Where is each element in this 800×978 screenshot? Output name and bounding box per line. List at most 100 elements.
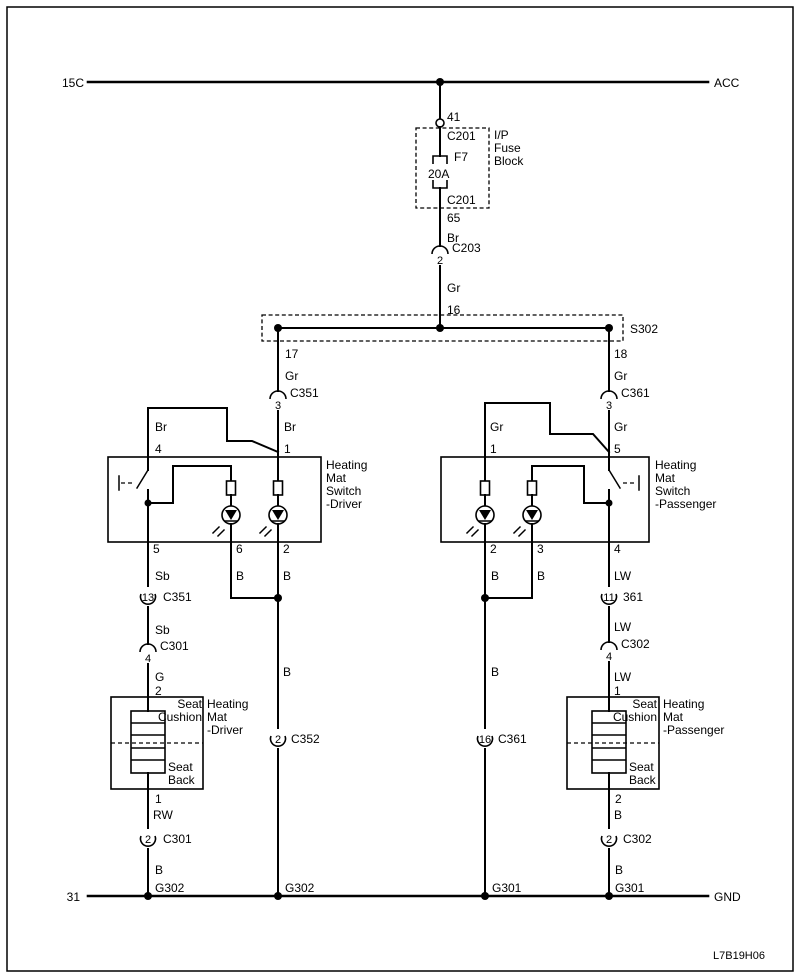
wire-color-label: Gr bbox=[614, 369, 627, 383]
passenger-branch-wires bbox=[484, 327, 611, 458]
connector-label: C301 bbox=[163, 832, 192, 846]
mat-name: -Driver bbox=[207, 723, 243, 737]
ground-label: G301 bbox=[492, 881, 522, 895]
driver-switch-feed-jog bbox=[147, 407, 280, 458]
pin-label: 4 bbox=[155, 442, 162, 456]
wire-color-label: B bbox=[491, 665, 499, 679]
driver-branch-wires bbox=[147, 327, 280, 458]
pin-label: 2 bbox=[155, 684, 162, 698]
wire-color-label: B bbox=[615, 863, 623, 877]
led-ray-icon bbox=[512, 525, 522, 535]
connector-label: C201 bbox=[447, 129, 476, 143]
mat-section-label: Cushion bbox=[613, 710, 657, 724]
mat-section-label: Back bbox=[629, 773, 657, 787]
mat-section-label: Back bbox=[168, 773, 196, 787]
connector-pin: 4 bbox=[145, 653, 151, 665]
pin-label: 2 bbox=[283, 542, 290, 556]
fuse-block-name: I/P bbox=[494, 128, 509, 142]
connector-pin: 16 bbox=[479, 734, 491, 746]
led-ray-icon bbox=[216, 528, 226, 538]
page-border bbox=[6, 6, 794, 972]
pin-label: 1 bbox=[155, 792, 162, 806]
pin-label: 65 bbox=[447, 211, 461, 225]
led-ray-icon bbox=[258, 525, 268, 535]
switch-name: -Driver bbox=[326, 497, 362, 511]
mat-section-label: Seat bbox=[168, 760, 193, 774]
wire-color-label: G bbox=[155, 670, 164, 684]
lamp-feed-path bbox=[531, 465, 610, 504]
resistor-icon bbox=[225, 480, 237, 496]
connector-arc-icon bbox=[269, 390, 287, 400]
wire-color-label: Sb bbox=[155, 623, 170, 637]
led-ray-icon bbox=[211, 525, 221, 535]
switch-name: Mat bbox=[326, 471, 347, 485]
led-triangle bbox=[526, 510, 538, 520]
connector-label: C351 bbox=[163, 590, 192, 604]
mat-section-label: Cushion bbox=[158, 710, 202, 724]
wire-color-label: B bbox=[236, 569, 244, 583]
wire-color-label: Gr bbox=[285, 369, 298, 383]
led-ray-icon bbox=[470, 528, 480, 538]
driver-connector-c351: 3 C351 17 Gr bbox=[269, 347, 319, 412]
wire-color-label: B bbox=[614, 808, 622, 822]
switch-name: Mat bbox=[655, 471, 676, 485]
resistor-icon bbox=[479, 480, 491, 496]
pin-label: 2 bbox=[490, 542, 497, 556]
connector-label: C361 bbox=[498, 732, 527, 746]
led-ray-icon bbox=[263, 528, 273, 538]
pin-label: 1 bbox=[614, 684, 621, 698]
power-rail: 15C ACC bbox=[62, 76, 740, 90]
connector-label: C352 bbox=[291, 732, 320, 746]
pin-label: 17 bbox=[285, 347, 299, 361]
switch-outline bbox=[107, 456, 322, 543]
connector-pin: 13 bbox=[142, 592, 154, 604]
lamp-feed-path bbox=[147, 465, 232, 504]
wire-color-label: Gr bbox=[490, 420, 503, 434]
wire-color-label: Gr bbox=[447, 281, 460, 295]
pin-label: 3 bbox=[537, 542, 544, 556]
connector-label: C301 bbox=[160, 639, 189, 653]
switch-blade-icon bbox=[135, 468, 150, 490]
wire-color-label: B bbox=[491, 569, 499, 583]
driver-heating-mat-switch: Heating Mat Switch -Driver 5 6 2 bbox=[107, 456, 367, 556]
mat-name: Heating bbox=[207, 697, 248, 711]
pin-label: 5 bbox=[153, 542, 160, 556]
fuse-block-outline bbox=[415, 127, 490, 209]
switch-name: Switch bbox=[655, 484, 690, 498]
wire-color-label: Br bbox=[447, 231, 459, 245]
doc-code: L7B19H06 bbox=[713, 950, 765, 962]
ip-fuse-block: 41 C201 F7 20A C201 I/P Fuse Block 65 Br bbox=[415, 110, 524, 245]
connector-pin: 11 bbox=[603, 592, 614, 604]
connector-arc-icon bbox=[600, 390, 618, 400]
led-triangle bbox=[272, 510, 284, 520]
pin-label: 41 bbox=[447, 110, 461, 124]
wire-color-label: RW bbox=[153, 808, 173, 822]
connector-cup-icon bbox=[600, 593, 618, 605]
connector-pin: 3 bbox=[275, 400, 281, 412]
connector-label: C361 bbox=[621, 386, 650, 400]
pin-label: 6 bbox=[236, 542, 243, 556]
fuse-icon bbox=[432, 155, 448, 164]
switch-name: Heating bbox=[655, 458, 696, 472]
pin-label: 16 bbox=[447, 303, 461, 317]
connector-cup-icon bbox=[139, 835, 157, 847]
junction-dot bbox=[436, 324, 444, 332]
resistor-icon bbox=[272, 480, 284, 496]
pin-label: 1 bbox=[490, 442, 497, 456]
wire-color-label: LW bbox=[614, 620, 632, 634]
passenger-lamp-return-wires: B B B 16 C361 G301 bbox=[476, 541, 545, 897]
wire-color-label: LW bbox=[614, 569, 632, 583]
connector-arc-icon bbox=[139, 643, 157, 653]
led-ray-icon bbox=[465, 525, 475, 535]
terminal-circle bbox=[435, 118, 445, 128]
ground-label: G302 bbox=[285, 881, 315, 895]
pin-label: 1 bbox=[284, 442, 291, 456]
connector-pin: 4 bbox=[606, 651, 612, 663]
power-rail-right-label: ACC bbox=[714, 76, 740, 90]
connector-cup-icon bbox=[139, 593, 157, 605]
splice-outline bbox=[261, 314, 624, 342]
driver-lamp-return-wires: B B B 2 C352 G302 bbox=[230, 541, 320, 897]
fuse-block-name: Block bbox=[494, 154, 524, 168]
